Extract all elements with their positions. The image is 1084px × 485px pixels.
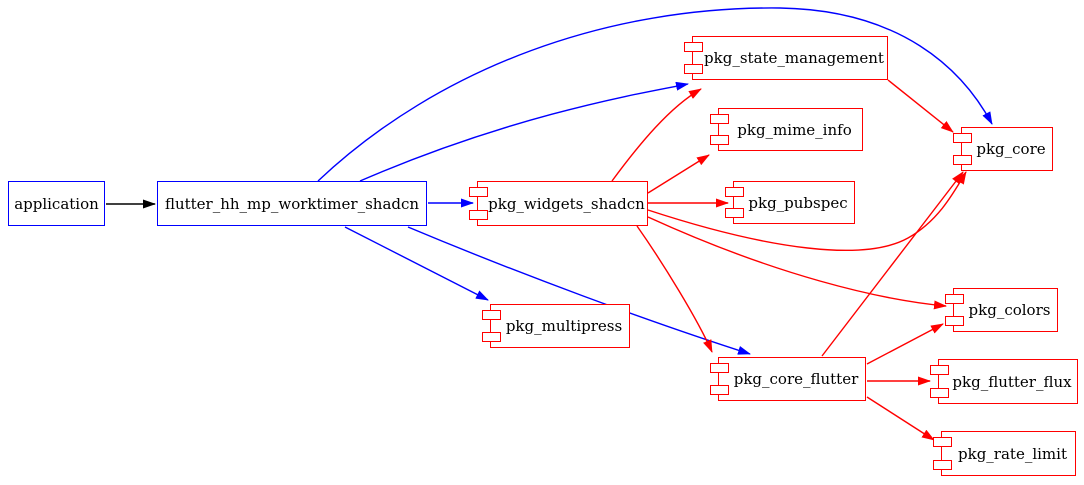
component-tab-icon (710, 385, 729, 395)
edge-pkg_state_management-pkg_core (887, 79, 954, 133)
node-label: pkg_core (976, 140, 1046, 158)
node-label: pkg_colors (968, 301, 1051, 319)
component-tab-icon (710, 135, 729, 145)
node-pkg_colors[interactable]: pkg_colors (945, 288, 1058, 332)
component-tab-icon (482, 310, 501, 320)
component-tab-icon (469, 187, 488, 197)
edge-pkg_widgets_shadcn-pkg_state_management (611, 88, 702, 182)
node-pkg_widgets_shadcn[interactable]: pkg_widgets_shadcn (469, 181, 648, 226)
component-tab-icon (684, 42, 703, 52)
edge-flutter_hh_mp_worktimer_shadcn-pkg_state_management (359, 81, 689, 182)
edge-pkg_widgets_shadcn-pkg_colors (647, 216, 947, 310)
node-pkg_mime_info[interactable]: pkg_mime_info (710, 108, 863, 151)
edge-pkg_core_flutter-pkg_core (821, 171, 964, 357)
component-tab-icon (482, 332, 501, 342)
component-tab-icon (953, 155, 972, 165)
component-tab-icon (930, 365, 949, 375)
component-tab-icon (945, 316, 964, 326)
node-label: flutter_hh_mp_worktimer_shadcn (164, 194, 420, 213)
component-tab-icon (945, 294, 964, 304)
node-pkg_core[interactable]: pkg_core (953, 127, 1053, 171)
node-label: pkg_multipress (505, 317, 623, 335)
node-pkg_state_management[interactable]: pkg_state_management (684, 36, 888, 80)
component-tab-icon (710, 114, 729, 124)
node-label: pkg_widgets_shadcn (488, 194, 645, 213)
edge-pkg_widgets_shadcn-pkg_mime_info (647, 154, 710, 194)
edge-pkg_core_flutter-pkg_rate_limit (866, 396, 935, 441)
component-tab-icon (469, 210, 488, 220)
node-pkg_core_flutter[interactable]: pkg_core_flutter (710, 357, 866, 401)
component-tab-icon (933, 437, 952, 447)
component-tab-icon (930, 388, 949, 398)
node-label: application (14, 194, 99, 213)
node-label: pkg_core_flutter (733, 370, 859, 388)
node-application[interactable]: application (8, 181, 105, 226)
node-flutter_hh_mp_worktimer_shadcn[interactable]: flutter_hh_mp_worktimer_shadcn (157, 181, 427, 226)
component-tab-icon (725, 187, 744, 197)
node-pkg_multipress[interactable]: pkg_multipress (482, 304, 630, 348)
node-pkg_pubspec[interactable]: pkg_pubspec (725, 181, 855, 224)
edge-pkg_widgets_shadcn-pkg_core_flutter (636, 225, 713, 353)
component-tab-icon (933, 460, 952, 470)
node-pkg_flutter_flux[interactable]: pkg_flutter_flux (930, 359, 1078, 404)
component-tab-icon (684, 64, 703, 74)
node-label: pkg_pubspec (748, 193, 848, 212)
edge-flutter_hh_mp_worktimer_shadcn-pkg_multipress (344, 226, 489, 301)
edge-flutter_hh_mp_worktimer_shadcn-pkg_core (317, 7, 993, 182)
node-pkg_rate_limit[interactable]: pkg_rate_limit (933, 431, 1076, 476)
component-tab-icon (725, 208, 744, 218)
component-tab-icon (710, 363, 729, 373)
node-label: pkg_mime_info (737, 120, 852, 139)
node-label: pkg_rate_limit (958, 444, 1067, 463)
node-label: pkg_flutter_flux (952, 372, 1072, 391)
component-tab-icon (953, 133, 972, 143)
node-label: pkg_state_management (704, 49, 884, 67)
edge-pkg_widgets_shadcn-pkg_core (647, 171, 967, 252)
edge-pkg_core_flutter-pkg_colors (866, 323, 944, 365)
